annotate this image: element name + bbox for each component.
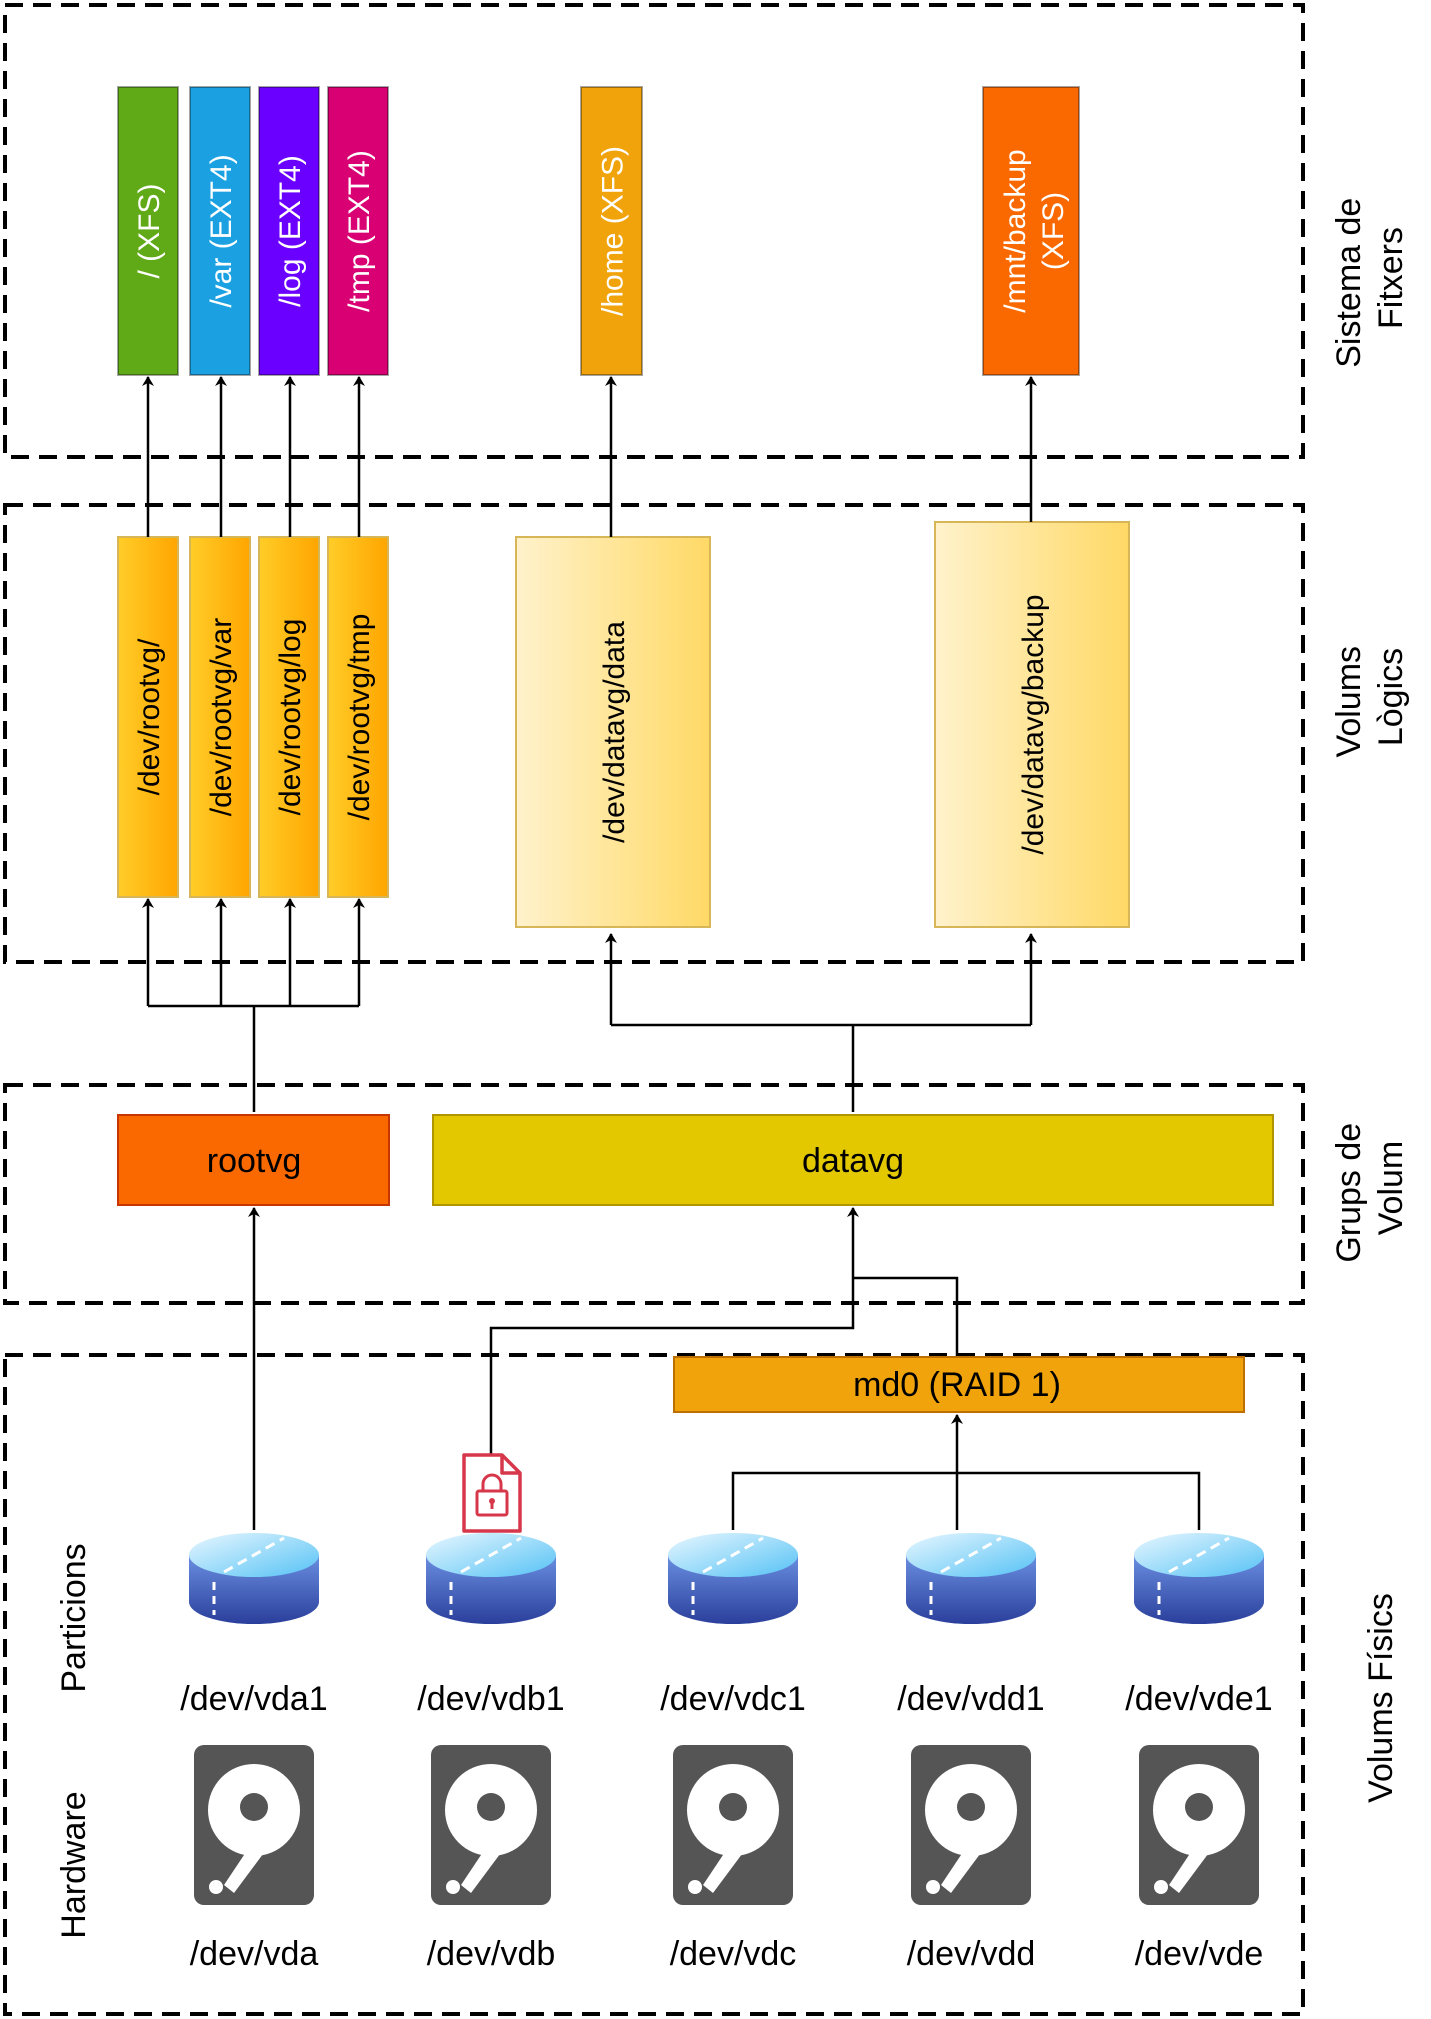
connector-md0-to-datavg bbox=[853, 1276, 959, 1357]
logical-volume-box: /dev/rootvg/log bbox=[258, 536, 320, 898]
filesystem-label: /home (XFS) bbox=[597, 146, 630, 316]
vg-datavg: datavg bbox=[432, 1114, 1274, 1206]
vg-datavg-label: datavg bbox=[802, 1142, 904, 1180]
hard-drive-icon bbox=[431, 1745, 551, 1905]
logical-volume-box: /dev/rootvg/ bbox=[117, 536, 179, 898]
hardware-disk: /dev/vdb bbox=[427, 1745, 556, 1973]
filesystem-label: / (XFS) bbox=[133, 184, 166, 279]
raid-md0-label: md0 (RAID 1) bbox=[853, 1366, 1061, 1404]
logical-volume-box: /dev/datavg/backup bbox=[934, 521, 1130, 928]
filesystem-box: / (XFS) bbox=[117, 86, 179, 376]
partition-disk-icon bbox=[187, 1531, 321, 1626]
row-label-partitions: Particions bbox=[55, 1543, 93, 1692]
volume-group-section bbox=[3, 1083, 1305, 1305]
hardware-disk: /dev/vde bbox=[1135, 1745, 1264, 1973]
hard-drive-icon bbox=[1139, 1745, 1259, 1905]
logical-volume-label: /dev/datavg/data bbox=[598, 621, 631, 843]
filesystem-label: /tmp (EXT4) bbox=[343, 150, 376, 312]
physical-volume-section bbox=[3, 1353, 1305, 2016]
connector-vdb1-to-datavg bbox=[489, 1235, 855, 1455]
connectors bbox=[142, 376, 1201, 1530]
partition: /dev/vdc1 bbox=[660, 1531, 806, 1718]
filesystem-box: /var (EXT4) bbox=[189, 86, 251, 376]
filesystem-box: /mnt/backup(XFS) bbox=[982, 86, 1080, 376]
hardware-disk: /dev/vdc bbox=[670, 1745, 797, 1973]
disk-label: /dev/vdb bbox=[427, 1935, 556, 1973]
partition-disk-icon bbox=[666, 1531, 800, 1626]
filesystem-box: /log (EXT4) bbox=[258, 86, 320, 376]
logical-volume-box: /dev/rootvg/var bbox=[189, 536, 251, 898]
logical-volume-section bbox=[3, 503, 1305, 964]
partition-label: /dev/vda1 bbox=[180, 1680, 327, 1718]
filesystem-label: /mnt/backup(XFS) bbox=[999, 149, 1070, 312]
logical-volume-box: /dev/datavg/data bbox=[515, 536, 711, 928]
partition-label: /dev/vdc1 bbox=[660, 1680, 806, 1718]
filesystem-box: /home (XFS) bbox=[580, 86, 643, 376]
filesystem-label: /var (EXT4) bbox=[205, 154, 238, 307]
logical-volume-label: /dev/rootvg/tmp bbox=[343, 614, 376, 821]
section-label-physical-volumes: Volums Físics bbox=[1362, 1593, 1400, 1803]
disk-label: /dev/vde bbox=[1135, 1935, 1264, 1973]
vg-rootvg-label: rootvg bbox=[207, 1142, 302, 1180]
section-label-volume-groups: Grups de Volum bbox=[1330, 1113, 1410, 1262]
partition-label: /dev/vdd1 bbox=[897, 1680, 1044, 1718]
filesystem-label: /log (EXT4) bbox=[274, 155, 307, 307]
vg-rootvg: rootvg bbox=[117, 1114, 390, 1206]
hard-drive-icon bbox=[194, 1745, 314, 1905]
partition-disk-icon bbox=[424, 1531, 558, 1626]
partition-disk-icon bbox=[904, 1531, 1038, 1626]
connector-raid-members bbox=[731, 1471, 1201, 1530]
hardware-disk: /dev/vda bbox=[190, 1745, 319, 1973]
row-label-hardware: Hardware bbox=[55, 1791, 93, 1938]
disk-label: /dev/vda bbox=[190, 1935, 319, 1973]
partition-label: /dev/vdb1 bbox=[417, 1680, 564, 1718]
encrypted-file-icon bbox=[462, 1453, 522, 1533]
logical-volume-label: /dev/datavg/backup bbox=[1017, 594, 1050, 854]
partition: /dev/vde1 bbox=[1125, 1531, 1273, 1718]
hard-drive-icon bbox=[911, 1745, 1031, 1905]
section-label-logical-volumes: Volums Lògics bbox=[1330, 637, 1410, 758]
partition-label: /dev/vde1 bbox=[1125, 1680, 1272, 1718]
logical-volume-label: /dev/rootvg/ bbox=[133, 638, 166, 795]
hard-drive-icon bbox=[673, 1745, 793, 1905]
partition: /dev/vdd1 bbox=[897, 1531, 1045, 1718]
logical-volume-label: /dev/rootvg/var bbox=[205, 618, 238, 816]
logical-volume-box: /dev/rootvg/tmp bbox=[327, 536, 389, 898]
hardware-disk: /dev/vdd bbox=[907, 1745, 1036, 1973]
disk-label: /dev/vdc bbox=[670, 1935, 797, 1973]
partition: /dev/vdb1 bbox=[417, 1531, 565, 1718]
raid-md0: md0 (RAID 1) bbox=[673, 1356, 1245, 1413]
logical-volume-label: /dev/rootvg/log bbox=[274, 619, 307, 816]
partition-disk-icon bbox=[1132, 1531, 1266, 1626]
partition: /dev/vda1 bbox=[180, 1531, 328, 1718]
section-label-filesystems: Sistema de Fitxers bbox=[1330, 188, 1410, 368]
disk-label: /dev/vdd bbox=[907, 1935, 1036, 1973]
filesystem-section bbox=[3, 3, 1305, 459]
filesystem-box: /tmp (EXT4) bbox=[327, 86, 389, 376]
